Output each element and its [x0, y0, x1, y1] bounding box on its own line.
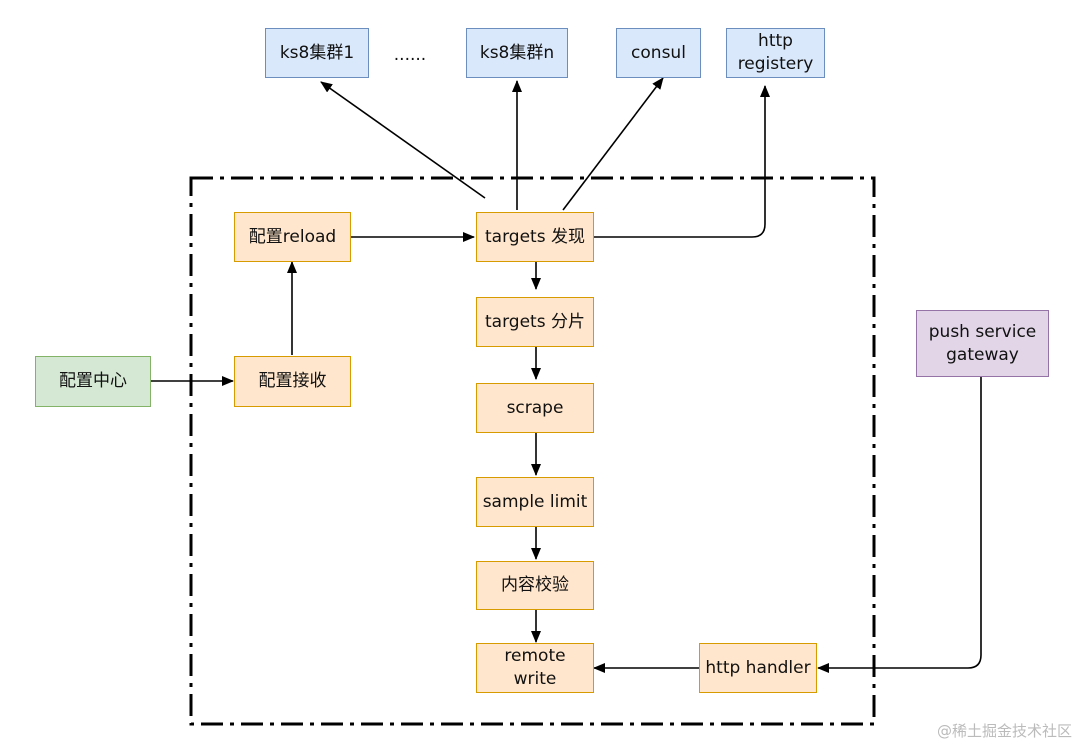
- edge-discovery-k8s1: [320, 81, 486, 199]
- node-http-registry: http registery: [726, 28, 825, 78]
- node-remote-write: remote write: [476, 643, 594, 693]
- node-targets-shard: targets 分片: [476, 297, 594, 347]
- node-sample-limit: sample limit: [476, 477, 594, 527]
- edge-discovery-consul: [562, 77, 664, 211]
- watermark: @稀土掘金技术社区: [936, 722, 1072, 740]
- system-boundary: [189, 176, 876, 726]
- node-k8s-cluster-1: ks8集群1: [265, 28, 369, 78]
- node-config-receive: 配置接收: [234, 356, 351, 407]
- node-config-center: 配置中心: [35, 356, 151, 407]
- node-content-check: 内容校验: [476, 561, 594, 610]
- edge-discovery-http-registry: [594, 85, 770, 238]
- node-config-reload: 配置reload: [234, 212, 351, 262]
- edge-gateway-handler: [817, 377, 982, 673]
- node-push-gateway: push service gateway: [916, 310, 1049, 377]
- node-k8s-cluster-n: ks8集群n: [466, 28, 568, 78]
- ellipsis-label: ......: [393, 44, 427, 65]
- node-consul: consul: [616, 28, 701, 78]
- node-targets-discovery: targets 发现: [476, 212, 594, 262]
- node-scrape: scrape: [476, 383, 594, 433]
- node-http-handler: http handler: [699, 643, 817, 693]
